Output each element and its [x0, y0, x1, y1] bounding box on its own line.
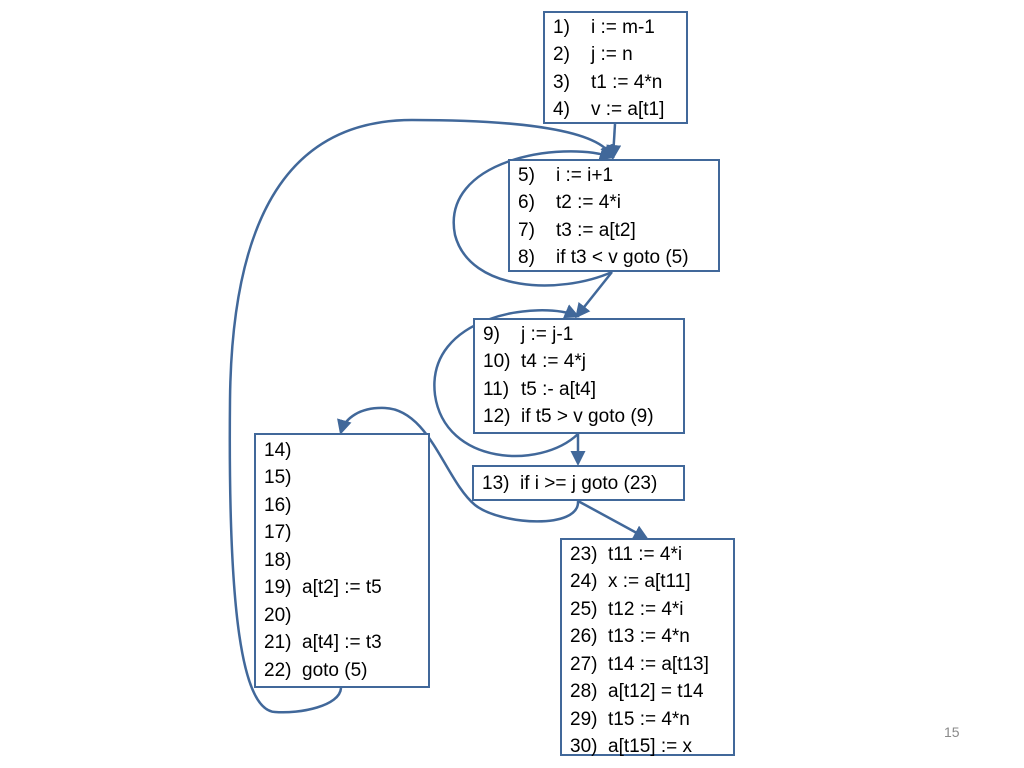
code-line: 12) if t5 > v goto (9)	[483, 404, 675, 432]
line-code: j := n	[591, 44, 633, 66]
basic-block-4: 13) if i >= j goto (23)	[472, 465, 685, 501]
line-number: 23)	[570, 543, 598, 565]
edge-b2-loop	[452, 146, 615, 287]
line-number: 21)	[264, 632, 292, 654]
code-line: 25) t12 := 4*i	[570, 596, 725, 624]
line-number: 8)	[518, 247, 535, 269]
code-line: 6) t2 := 4*i	[518, 190, 710, 218]
code-line: 26) t13 := 4*n	[570, 624, 725, 652]
line-code: t11 := 4*i	[608, 543, 683, 565]
line-code: if t5 > v goto (9)	[521, 406, 654, 428]
line-code: i := i+1	[556, 164, 614, 186]
line-code: v := a[t1]	[591, 99, 665, 121]
code-line: 5) i := i+1	[518, 162, 710, 190]
line-number: 28)	[570, 681, 598, 703]
code-line: 27) t14 := a[t13]	[570, 651, 725, 679]
line-code: i := m-1	[591, 16, 655, 38]
code-line: 17)	[264, 520, 420, 548]
edge-b2-b3	[575, 271, 613, 319]
code-line: 23) t11 := 4*i	[570, 541, 725, 569]
basic-block-3: 9) j := j-1 10) t4 := 4*j 11) t5 :- a[t4] 1…	[473, 318, 685, 434]
code-line: 29) t15 := 4*n	[570, 706, 725, 734]
basic-block-1: 1) i := m-1 2) j := n 3) t1 := 4*n 4) v := a…	[543, 11, 688, 124]
line-code: t2 := 4*i	[556, 192, 621, 214]
line-code: t15 := 4*n	[608, 708, 690, 730]
code-line: 9) j := j-1	[483, 321, 675, 349]
line-number: 18)	[264, 549, 292, 571]
line-number: 14)	[264, 439, 292, 461]
code-line: 19) a[t2] := t5	[264, 575, 420, 603]
line-code: t13 := 4*n	[608, 626, 690, 648]
line-code: a[t4] := t3	[302, 632, 382, 654]
line-number: 15)	[264, 467, 292, 489]
code-line: 21) a[t4] := t3	[264, 630, 420, 658]
line-number: 22)	[264, 659, 292, 681]
line-number: 1)	[553, 16, 570, 38]
line-number: 27)	[570, 653, 598, 675]
line-number: 6)	[518, 192, 535, 214]
line-number: 29)	[570, 708, 598, 730]
line-number: 20)	[264, 604, 292, 626]
line-number: 30)	[570, 736, 598, 758]
line-number: 26)	[570, 626, 598, 648]
line-number: 5)	[518, 164, 535, 186]
line-code: t3 := a[t2]	[556, 219, 636, 241]
line-number: 16)	[264, 494, 292, 516]
line-code: t1 := 4*n	[591, 71, 663, 93]
code-line: 13) if i >= j goto (23)	[482, 470, 675, 498]
code-line: 3) t1 := 4*n	[553, 69, 678, 97]
code-line: 2) j := n	[553, 42, 678, 70]
line-code: a[t15] := x	[608, 736, 692, 758]
line-code: goto (5)	[302, 659, 368, 681]
line-code: if i >= j goto (23)	[520, 472, 658, 494]
line-code: t14 := a[t13]	[608, 653, 709, 675]
line-number: 4)	[553, 99, 570, 121]
line-number: 13)	[482, 472, 510, 494]
code-line: 10) t4 := 4*j	[483, 349, 675, 377]
code-line: 1) i := m-1	[553, 14, 678, 42]
edge-b4-b6	[577, 499, 649, 540]
code-line: 28) a[t12] = t14	[570, 679, 725, 707]
line-number: 11)	[483, 378, 510, 400]
code-line: 7) t3 := a[t2]	[518, 217, 710, 245]
line-code: a[t2] := t5	[302, 577, 382, 599]
edge-b1-b2	[606, 123, 622, 160]
basic-block-5: 14) 15) 16) 17) 18) 19) a[t2] := t5 20) 2…	[254, 433, 430, 688]
line-code: t12 := 4*i	[608, 598, 684, 620]
line-code: j := j-1	[521, 323, 574, 345]
code-line: 20)	[264, 602, 420, 630]
line-number: 3)	[553, 71, 570, 93]
code-line: 16)	[264, 492, 420, 520]
code-line: 8) if t3 < v goto (5)	[518, 245, 710, 273]
line-number: 10)	[483, 351, 511, 373]
code-line: 30) a[t15] := x	[570, 734, 725, 762]
line-code: if t3 < v goto (5)	[556, 247, 689, 269]
basic-block-6: 23) t11 := 4*i 24) x := a[t11] 25) t12 := 4…	[560, 538, 735, 757]
basic-block-2: 5) i := i+1 6) t2 := 4*i 7) t3 := a[t2] 8) i…	[508, 159, 720, 272]
code-line: 14)	[264, 437, 420, 465]
page-number: 15	[944, 724, 960, 740]
code-line: 22) goto (5)	[264, 657, 420, 685]
edge-b5-b2	[228, 118, 614, 714]
line-number: 17)	[264, 522, 292, 544]
line-number: 9)	[483, 323, 500, 345]
line-number: 7)	[518, 219, 535, 241]
line-code: t5 :- a[t4]	[521, 378, 596, 400]
line-number: 24)	[570, 571, 598, 593]
edge-b4-b5	[337, 406, 580, 523]
code-line: 18)	[264, 547, 420, 575]
code-line: 15)	[264, 465, 420, 493]
line-number: 25)	[570, 598, 598, 620]
line-number: 19)	[264, 577, 292, 599]
line-code: a[t12] = t14	[608, 681, 704, 703]
line-code: x := a[t11]	[608, 571, 691, 593]
line-number: 2)	[553, 44, 570, 66]
edge-b3-loop	[433, 304, 580, 458]
line-number: 12)	[483, 406, 511, 428]
code-line: 4) v := a[t1]	[553, 97, 678, 125]
code-line: 11) t5 :- a[t4]	[483, 376, 675, 404]
code-line: 24) x := a[t11]	[570, 569, 725, 597]
line-code: t4 := 4*j	[521, 351, 586, 373]
